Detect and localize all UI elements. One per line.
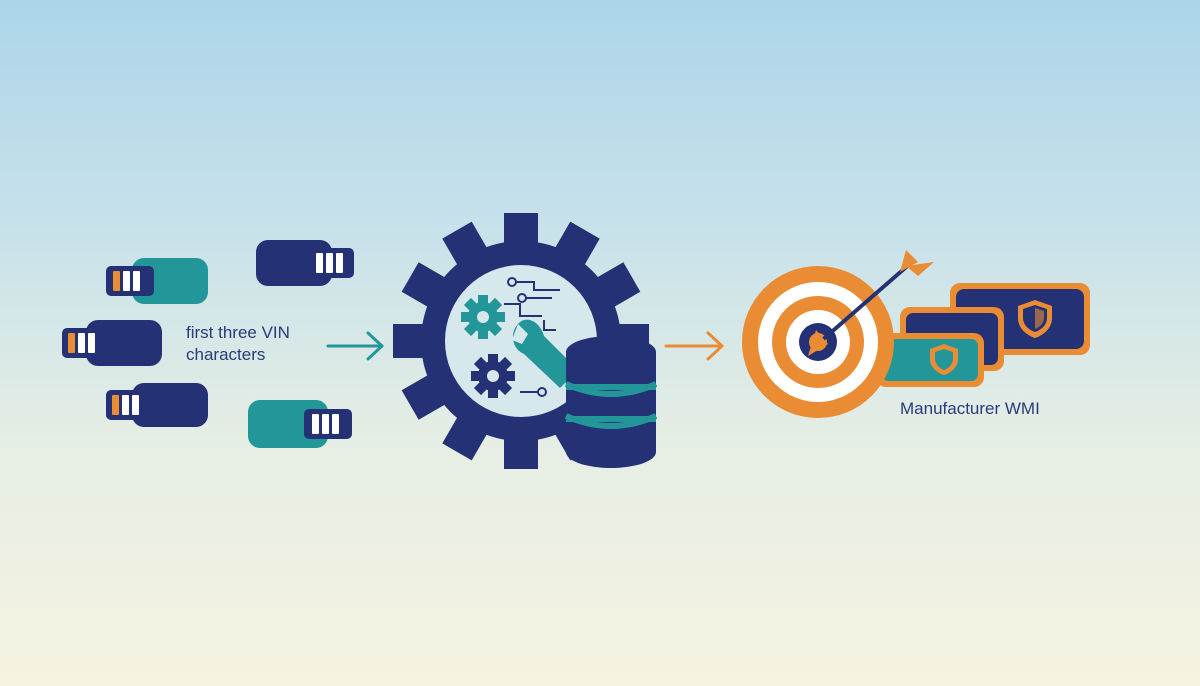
vin-chip-2 <box>256 240 354 286</box>
vin-chip-5 <box>248 400 352 448</box>
database-icon <box>564 336 658 468</box>
arrow-process-to-output <box>664 331 724 361</box>
input-caption-line2: characters <box>186 345 266 364</box>
arrow-input-to-process <box>326 331 384 361</box>
vin-chip-4 <box>106 383 208 427</box>
vin-chip-1 <box>106 258 208 304</box>
arrow-in-target-icon <box>808 250 934 356</box>
small-gear-navy-icon <box>471 354 515 398</box>
input-caption-line1: first three VIN <box>186 323 290 342</box>
circuit-lines-icon <box>504 277 560 397</box>
small-gear-teal-icon <box>461 295 505 339</box>
input-caption: first three VIN characters <box>186 322 326 366</box>
vin-chip-3 <box>62 320 162 366</box>
wmi-badge-front <box>876 333 984 387</box>
output-caption: Manufacturer WMI <box>900 399 1040 418</box>
